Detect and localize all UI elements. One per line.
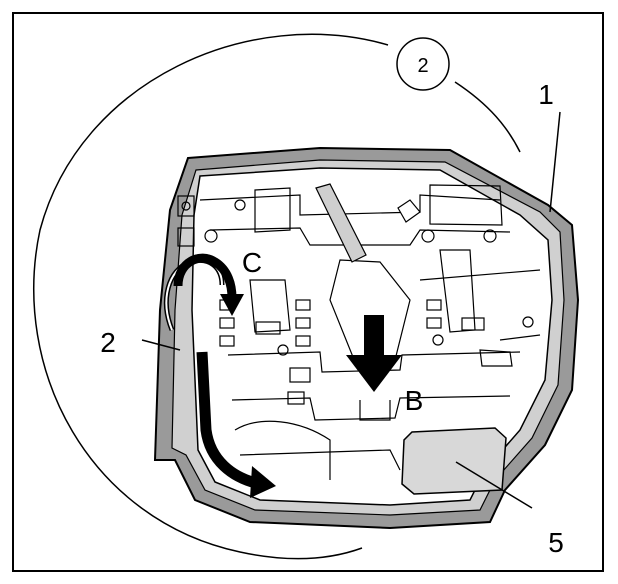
arrow-b-head [346, 355, 402, 392]
rail-bracket [397, 199, 421, 223]
arrow-left-shaft [196, 351, 262, 490]
arrow-b-shaft [364, 315, 384, 359]
label-part-5: 5 [548, 527, 564, 558]
leader-2 [141, 339, 181, 351]
arrow-left-head [250, 466, 276, 498]
part-5-block [401, 427, 507, 495]
label-step-c: C [242, 247, 262, 278]
detail-circle-arc-right [454, 81, 521, 153]
circled-callout-number: 2 [417, 55, 428, 77]
detail-circle-arc [33, 33, 389, 560]
leader-1 [549, 111, 561, 213]
arrow-c-head [220, 294, 244, 316]
arrow-c-shaft [173, 253, 237, 299]
slide-rail [315, 183, 367, 263]
label-step-b: B [405, 385, 424, 416]
circled-callout [396, 37, 450, 91]
leader-5 [455, 461, 533, 509]
label-part-1: 1 [538, 79, 554, 110]
label-part-2: 2 [100, 327, 116, 358]
